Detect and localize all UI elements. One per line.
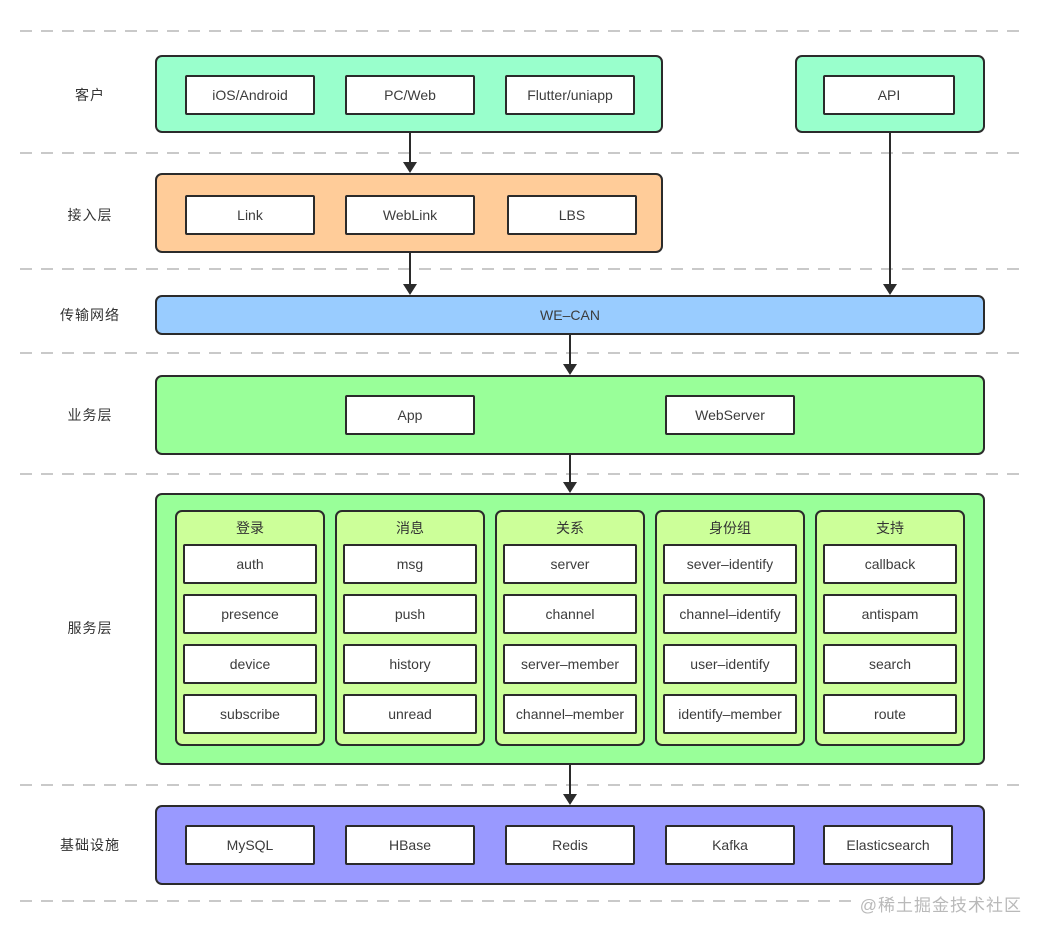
infrastructure-layer-panel: MySQL HBase Redis Kafka Elasticsearch	[155, 805, 985, 885]
service-node: msg	[343, 544, 477, 584]
service-group-relation: 关系 server channel server–member channel–…	[495, 510, 645, 746]
service-group-message: 消息 msg push history unread	[335, 510, 485, 746]
service-node: server–member	[503, 644, 637, 684]
client-node-pc-web: PC/Web	[345, 75, 475, 115]
row-label-client: 客户	[75, 87, 105, 103]
service-group-title: 关系	[556, 520, 584, 536]
row-label-infrastructure: 基础设施	[60, 837, 120, 853]
service-group-identity: 身份组 sever–identify channel–identify user…	[655, 510, 805, 746]
service-node: callback	[823, 544, 957, 584]
service-group-title: 支持	[876, 520, 904, 536]
row-label-service: 服务层	[67, 620, 113, 636]
service-layer-panel: 登录 auth presence device subscribe 消息 msg…	[155, 493, 985, 765]
arrow-transport-to-business	[562, 335, 578, 375]
arrow-client-to-access	[402, 133, 418, 173]
service-node: unread	[343, 694, 477, 734]
row-label-transport: 传输网络	[60, 307, 120, 323]
service-node: identify–member	[663, 694, 797, 734]
dashed-separator	[20, 30, 1024, 32]
service-node: subscribe	[183, 694, 317, 734]
watermark: @稀土掘金技术社区	[851, 891, 1024, 916]
service-node: route	[823, 694, 957, 734]
dashed-separator	[20, 268, 1024, 270]
dashed-separator	[20, 473, 1024, 475]
api-panel: API	[795, 55, 985, 133]
service-node: channel	[503, 594, 637, 634]
service-node: channel–identify	[663, 594, 797, 634]
infra-node-hbase: HBase	[345, 825, 475, 865]
infra-node-mysql: MySQL	[185, 825, 315, 865]
row-label-business: 业务层	[67, 407, 113, 423]
service-node: server	[503, 544, 637, 584]
dashed-separator	[20, 784, 1024, 786]
service-node: device	[183, 644, 317, 684]
arrow-api-to-transport	[882, 133, 898, 295]
service-node: antispam	[823, 594, 957, 634]
business-layer-panel: App WebServer	[155, 375, 985, 455]
infra-node-redis: Redis	[505, 825, 635, 865]
transport-node-we-can: WE–CAN	[540, 307, 600, 323]
service-node: history	[343, 644, 477, 684]
infra-node-kafka: Kafka	[665, 825, 795, 865]
service-group-title: 登录	[236, 520, 264, 536]
api-node: API	[823, 75, 955, 115]
service-node: search	[823, 644, 957, 684]
dashed-separator	[20, 900, 1024, 902]
access-node-link: Link	[185, 195, 315, 235]
arrow-business-to-service	[562, 455, 578, 493]
dashed-separator	[20, 152, 1024, 154]
transport-network-panel: WE–CAN	[155, 295, 985, 335]
service-group-support: 支持 callback antispam search route	[815, 510, 965, 746]
arrow-service-to-infra	[562, 765, 578, 805]
service-group-title: 身份组	[709, 520, 751, 536]
access-node-weblink: WebLink	[345, 195, 475, 235]
service-node: auth	[183, 544, 317, 584]
business-node-app: App	[345, 395, 475, 435]
client-node-ios-android: iOS/Android	[185, 75, 315, 115]
service-node: presence	[183, 594, 317, 634]
service-node: sever–identify	[663, 544, 797, 584]
infra-node-elasticsearch: Elasticsearch	[823, 825, 953, 865]
access-layer-panel: Link WebLink LBS	[155, 173, 663, 253]
service-node: push	[343, 594, 477, 634]
access-node-lbs: LBS	[507, 195, 637, 235]
row-label-access: 接入层	[67, 207, 113, 223]
business-node-webserver: WebServer	[665, 395, 795, 435]
service-group-title: 消息	[396, 520, 424, 536]
client-layer-panel: iOS/Android PC/Web Flutter/uniapp	[155, 55, 663, 133]
service-node: channel–member	[503, 694, 637, 734]
arrow-access-to-transport	[402, 253, 418, 295]
client-node-flutter-uniapp: Flutter/uniapp	[505, 75, 635, 115]
service-group-login: 登录 auth presence device subscribe	[175, 510, 325, 746]
dashed-separator	[20, 352, 1024, 354]
service-node: user–identify	[663, 644, 797, 684]
